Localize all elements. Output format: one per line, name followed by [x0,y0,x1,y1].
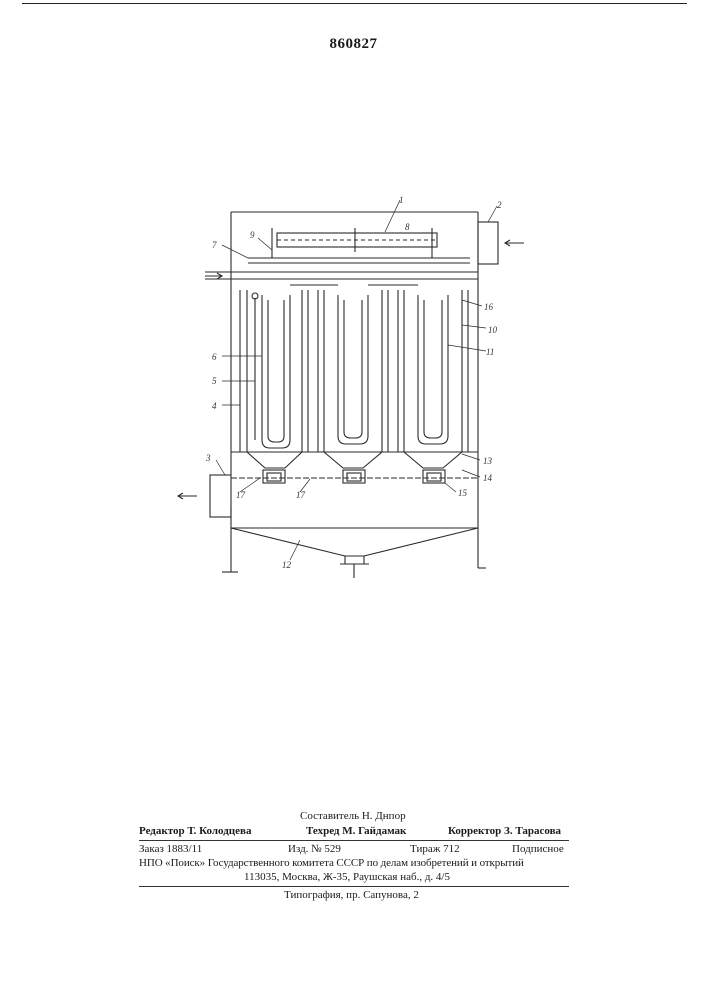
compiler-line: Составитель Н. Днпор [300,810,406,823]
techred-line: Техред М. Гайдамак [306,825,406,838]
edition-line: Изд. № 529 [288,843,341,856]
rule [139,886,569,887]
rule [139,840,569,841]
organization-line: НПО «Поиск» Государственного комитета СС… [139,857,524,870]
order-line: Заказ 1883/11 [139,843,202,856]
address-line: 113035, Москва, Ж-35, Раушская наб., д. … [244,871,450,884]
subscription-line: Подписное [512,843,564,856]
circulation-line: Тираж 712 [410,843,460,856]
printer-line: Типография, пр. Сапунова, 2 [284,889,419,902]
editor-line: Редактор Т. Колодцева [139,825,251,838]
corrector-line: Корректор З. Тарасова [448,825,561,838]
